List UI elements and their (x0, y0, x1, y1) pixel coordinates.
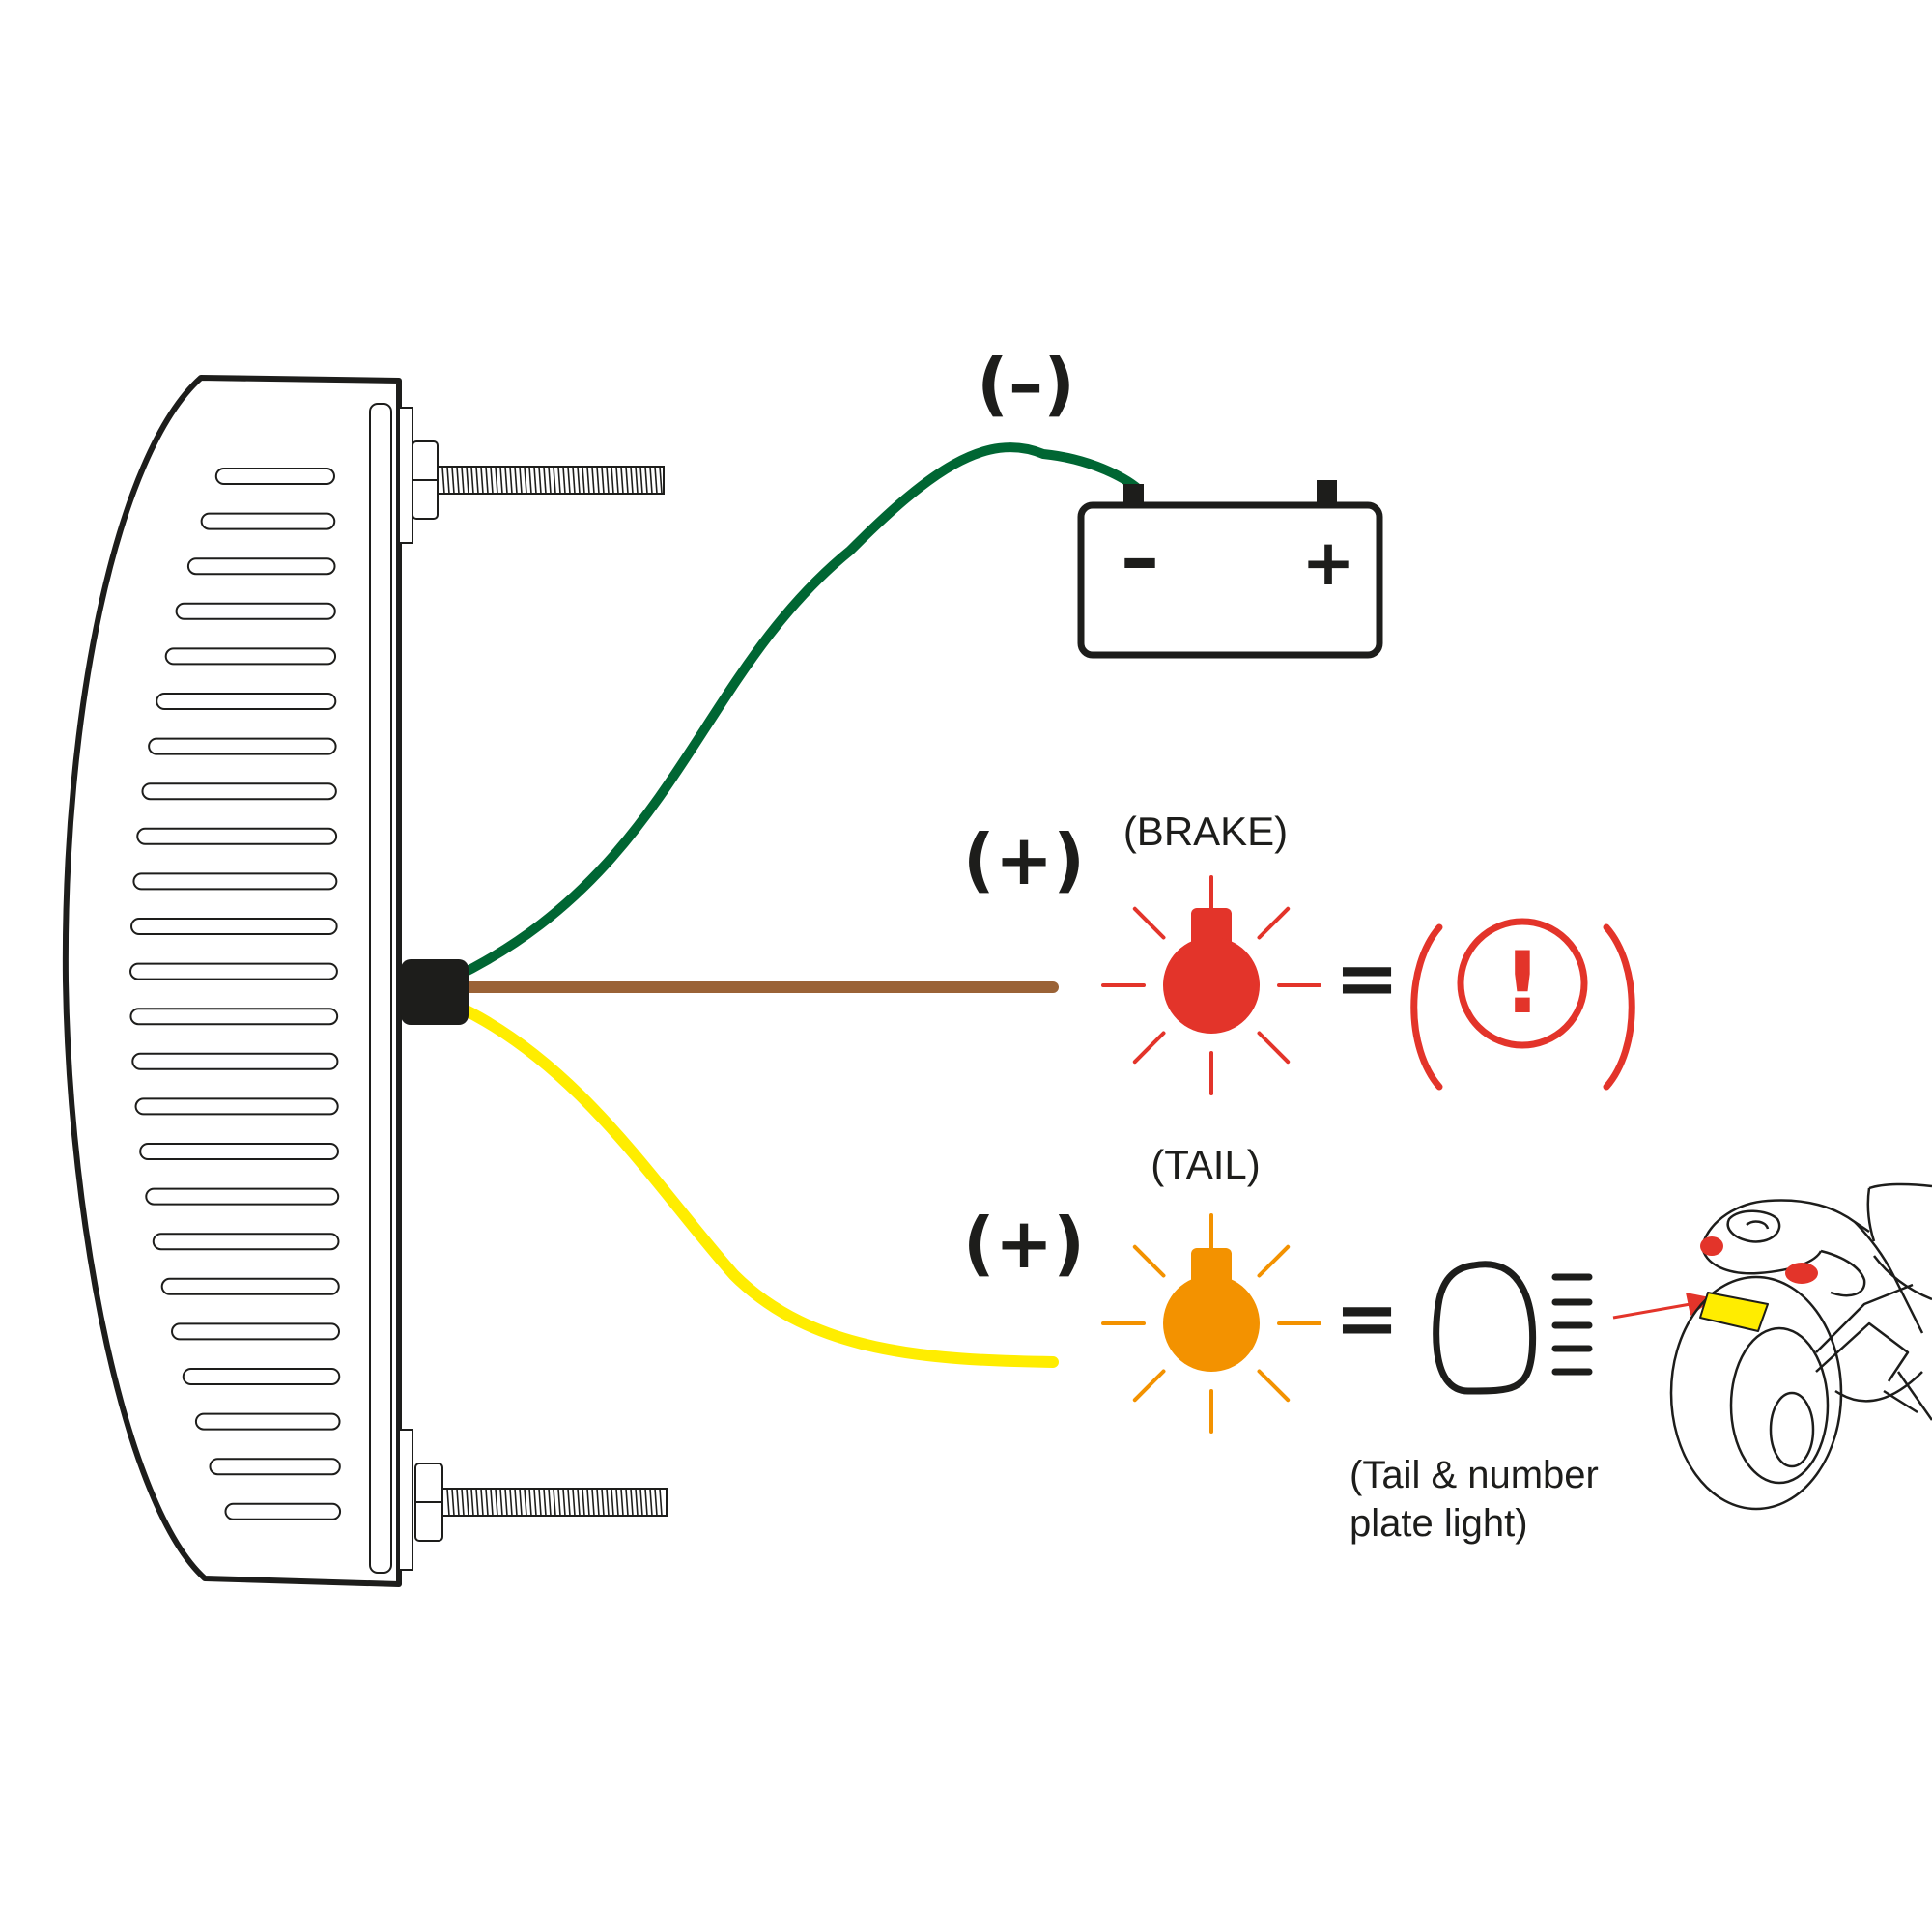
battery-icon: – + (1077, 480, 1383, 659)
tail-caption: (TAIL) (1151, 1142, 1261, 1187)
battery-plus-label: + (1301, 526, 1354, 600)
lens-slot (130, 918, 338, 935)
top-mounting-stud (398, 407, 665, 544)
tail-sign: (+) (963, 1203, 1085, 1284)
bulb-ray (1257, 1031, 1291, 1065)
bottom-mounting-stud (398, 1429, 668, 1571)
brake-caption: (BRAKE) (1123, 809, 1288, 854)
brake-bulb-rays (1101, 875, 1321, 1095)
negative-sign: (–) (977, 343, 1075, 424)
lens-slot (134, 1097, 339, 1116)
tail-light-housing (62, 375, 668, 1587)
lens-slot (164, 647, 337, 666)
lens-slot (182, 1368, 341, 1385)
lens-slot (141, 782, 337, 801)
bulb-ray (1257, 1244, 1291, 1278)
lens-slot (152, 1233, 340, 1251)
lens-slots (129, 468, 342, 1520)
lens-slot (136, 827, 338, 845)
ground-wire (449, 442, 1143, 982)
lens-slot (160, 1277, 340, 1295)
lens-slot (171, 1322, 341, 1341)
bulb-ray (1132, 906, 1166, 940)
tail-light-icon (1433, 1261, 1593, 1395)
wire-connector (401, 959, 469, 1025)
motorcycle-rear-icon (1669, 1182, 1932, 1511)
lens-slot (214, 468, 335, 485)
lens-slot (139, 1143, 339, 1160)
brake-bulb-icon (1101, 875, 1321, 1095)
lens-slot (186, 557, 336, 576)
bulb-ray (1257, 1369, 1291, 1403)
battery-minus-label: – (1121, 513, 1159, 603)
equals-brake: = (1334, 933, 1399, 1023)
wires (448, 442, 1143, 1368)
lens-slot (200, 512, 336, 530)
lens-slot (209, 1458, 341, 1476)
bottom-stud-thread (446, 1488, 663, 1517)
brake-warning-icon: ! (1410, 918, 1635, 1091)
lens-slot (129, 1008, 339, 1026)
brake-sign: (+) (963, 819, 1085, 900)
lens-slot (156, 693, 337, 710)
lens-slot (131, 1052, 339, 1070)
equals-tail: = (1334, 1273, 1399, 1363)
tail-wire (448, 999, 1059, 1368)
tail-note-line2: plate light) (1350, 1502, 1528, 1545)
bulb-ray (1132, 1031, 1166, 1065)
tail-bulb-icon (1101, 1213, 1321, 1434)
top-stud-thread (441, 466, 663, 495)
lens-slot (145, 1187, 340, 1206)
number-plate (1699, 1292, 1769, 1332)
lens-slot (175, 602, 336, 620)
bulb-ray (1257, 906, 1291, 940)
warning-mark: ! (1503, 933, 1542, 1033)
lens-slot (132, 872, 338, 891)
lens-slot (148, 737, 337, 755)
bulb-ray (1132, 1369, 1166, 1403)
lens-slot (224, 1502, 342, 1520)
bulb-ray (1132, 1244, 1166, 1278)
lens-slot (129, 962, 338, 980)
lens-slot (194, 1412, 341, 1431)
tail-note-line1: (Tail & number (1350, 1454, 1599, 1496)
